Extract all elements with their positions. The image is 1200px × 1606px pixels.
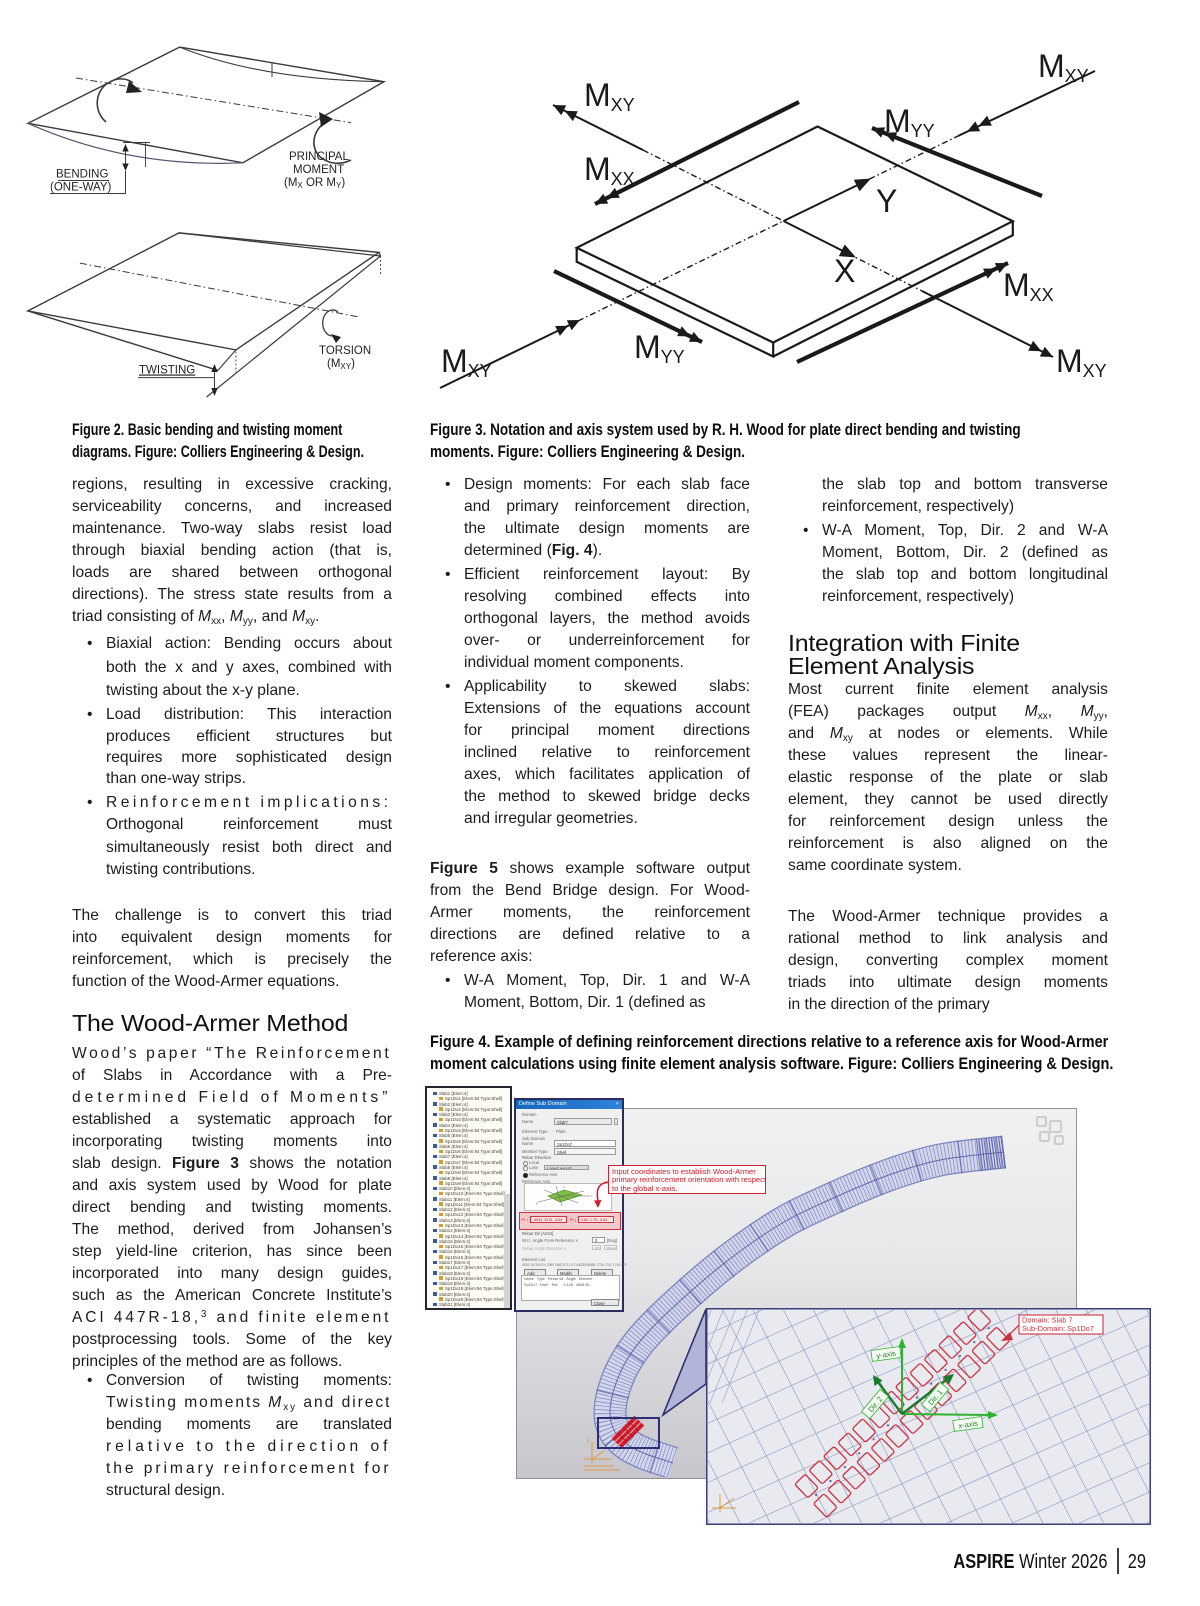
svg-text:MOMENT: MOMENT: [293, 164, 344, 176]
svg-text:x-axis: x-axis: [958, 1419, 979, 1431]
svg-text:MXX: MXX: [1003, 267, 1054, 305]
svg-text:BENDING: BENDING: [56, 169, 108, 181]
svg-text:(ONE-WAY): (ONE-WAY): [50, 182, 111, 194]
svg-text:x: x: [591, 1194, 593, 1198]
svg-text:TWISTING: TWISTING: [139, 365, 195, 377]
svg-text:(MXY): (MXY): [327, 358, 355, 371]
svg-text:MXY: MXY: [441, 343, 492, 381]
svg-text:MXY: MXY: [1056, 343, 1107, 381]
svg-text:z: z: [587, 1438, 590, 1444]
svg-text:MYY: MYY: [884, 103, 935, 141]
svg-text:MXY: MXY: [584, 77, 635, 115]
svg-text:Domain: Slab 7: Domain: Slab 7: [1022, 1316, 1073, 1325]
svg-text:y: y: [536, 1201, 538, 1205]
svg-text:TORSION: TORSION: [319, 345, 371, 357]
svg-text:y-axis: y-axis: [876, 1349, 897, 1361]
svg-text:PRINCIPAL: PRINCIPAL: [289, 151, 349, 163]
svg-text:Y: Y: [876, 183, 897, 219]
svg-text:MYY: MYY: [634, 329, 685, 367]
svg-text:z: z: [563, 1185, 565, 1189]
svg-text:X: X: [834, 253, 855, 289]
svg-text:MXX: MXX: [584, 151, 635, 189]
svg-text:Sub-Domain: Sp1Do7: Sub-Domain: Sp1Do7: [1022, 1324, 1094, 1333]
svg-text:(MX OR MY): (MX OR MY): [284, 177, 345, 190]
svg-text:MXY: MXY: [1038, 48, 1089, 86]
